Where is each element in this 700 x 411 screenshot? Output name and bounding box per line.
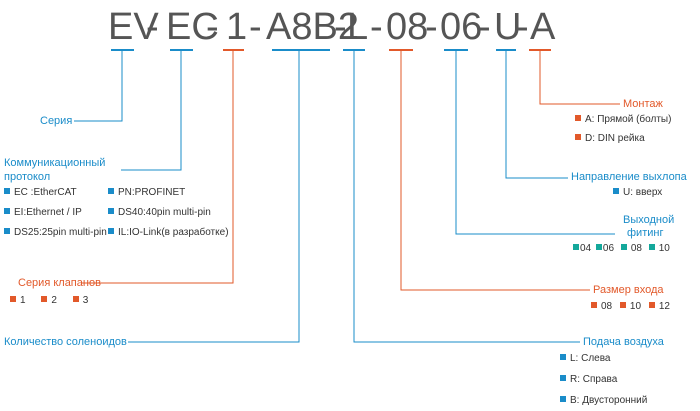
air-supply-option: L: Слева <box>560 353 611 365</box>
protocol-option: DS40:40pin multi-pin <box>108 207 211 219</box>
code-06: 06 <box>440 6 483 48</box>
code-dash: - <box>334 6 347 48</box>
bullet-icon <box>648 302 655 308</box>
label-air-supply: Подача воздуха <box>583 336 664 348</box>
label-exhaust-direction: Направление выхлопа <box>571 171 687 183</box>
code-08: 08 <box>386 6 429 48</box>
bullet-icon <box>560 396 566 402</box>
protocol-option: EC :EtherCAT <box>4 187 77 199</box>
code-1: 1 <box>226 6 248 48</box>
code-dash: - <box>249 6 262 48</box>
code-a8b2: A8B2 <box>266 6 359 48</box>
bullet-icon <box>591 302 597 308</box>
input-size-options: 08 10 12 <box>591 301 670 313</box>
air-supply-option: B: Двусторонний <box>560 395 647 407</box>
bullet-icon <box>560 354 566 360</box>
line-output-fitting <box>455 50 615 235</box>
code-ev: EV <box>108 6 159 48</box>
line-protocol <box>121 50 182 171</box>
code-dash: - <box>516 6 529 48</box>
code-u: U <box>494 6 522 48</box>
line-exhaust <box>505 50 568 179</box>
bullet-icon <box>108 208 114 214</box>
code-dash: - <box>370 6 383 48</box>
air-supply-option: R: Справа <box>560 374 617 386</box>
bullet-icon <box>619 302 626 308</box>
label-valve-series: Серия клапанов <box>18 277 101 289</box>
label-output-fitting-line1: Выходной <box>623 214 675 226</box>
label-solenoid-count: Количество соленоидов <box>4 336 127 348</box>
bullet-icon <box>595 244 602 250</box>
mounting-option: A: Прямой (болты) <box>575 114 671 126</box>
mounting-option: D: DIN рейка <box>575 133 645 145</box>
line-mounting <box>539 50 620 105</box>
label-output-fitting-line2: фитинг <box>627 227 664 239</box>
bullet-icon <box>10 296 16 302</box>
valve-series-options: 1 2 3 <box>10 295 93 307</box>
code-a: A <box>530 6 556 48</box>
line-input-size <box>400 50 590 291</box>
code-dash: - <box>478 6 491 48</box>
label-input-size: Размер входа <box>593 284 664 296</box>
protocol-option: IL:IO-Link(в разработке) <box>108 227 229 239</box>
bullet-icon <box>4 188 10 194</box>
code-dash: - <box>146 6 159 48</box>
code-dash: - <box>206 6 219 48</box>
bullet-icon <box>72 296 79 302</box>
protocol-option: PN:PROFINET <box>108 187 185 199</box>
line-solenoids <box>128 50 300 343</box>
label-series: Серия <box>40 115 73 127</box>
line-series <box>74 50 123 122</box>
code-dash: - <box>425 6 438 48</box>
line-air-supply <box>353 50 580 343</box>
label-mounting: Монтаж <box>623 98 663 110</box>
bullet-icon <box>620 244 627 250</box>
label-protocol-line1: Коммуникационный <box>4 157 106 169</box>
line-valve-series <box>82 50 234 284</box>
bullet-icon <box>575 115 581 121</box>
bullet-icon <box>108 188 114 194</box>
code-l: L <box>347 6 369 48</box>
exhaust-option: U: вверх <box>613 187 662 199</box>
bullet-icon <box>4 208 10 214</box>
output-fitting-options: 04 06 08 10 <box>573 243 670 255</box>
bullet-icon <box>613 188 619 194</box>
bullet-icon <box>573 244 579 250</box>
bullet-icon <box>560 375 566 381</box>
bullet-icon <box>41 296 48 302</box>
label-protocol-line2: протокол <box>4 171 51 183</box>
protocol-option: DS25:25pin multi-pin <box>4 227 107 239</box>
bullet-icon <box>648 244 655 250</box>
code-ec: EC <box>166 6 219 48</box>
bullet-icon <box>4 228 10 234</box>
protocol-option: EI:Ethernet / IP <box>4 207 82 219</box>
bullet-icon <box>575 134 581 140</box>
bullet-icon <box>108 228 114 234</box>
